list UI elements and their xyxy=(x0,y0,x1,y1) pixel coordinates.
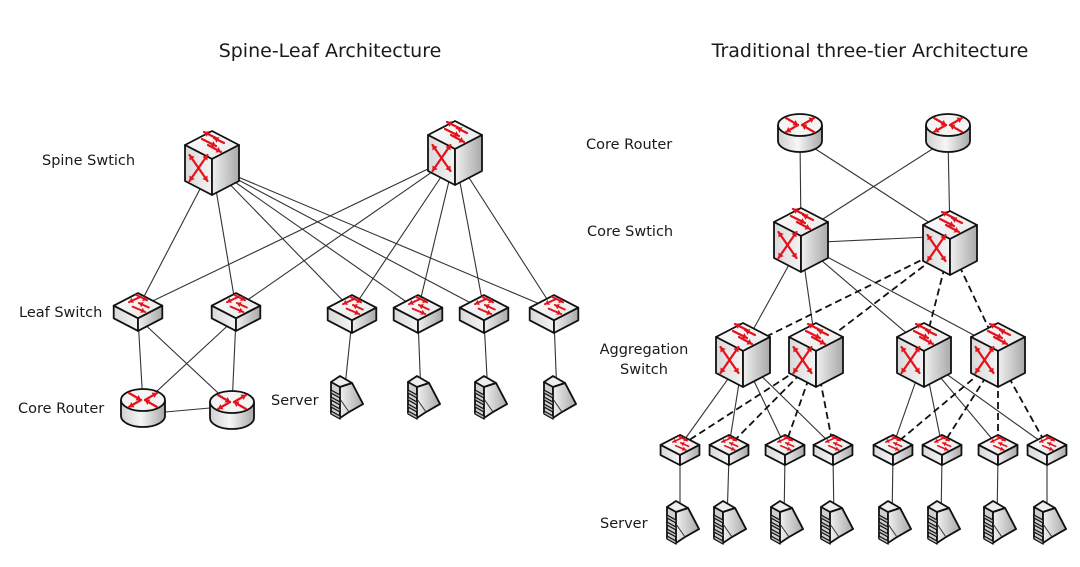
link-spine1-leaf5 xyxy=(211,165,485,311)
link-crouter2-cswitch1 xyxy=(800,138,949,234)
server-icon xyxy=(543,375,577,421)
link-spine2-leaf6 xyxy=(454,155,555,311)
l2-switch-icon xyxy=(659,433,701,467)
tier-label-server: Server xyxy=(600,516,648,532)
link-crouter1-cswitch2 xyxy=(799,138,951,237)
l2-switch-icon xyxy=(921,433,963,467)
server-icon xyxy=(713,500,747,546)
l2-switch-icon xyxy=(977,433,1019,467)
server-icon xyxy=(820,500,854,546)
link-spine2-leaf3 xyxy=(351,155,456,311)
three-tier-nodes xyxy=(659,113,1068,546)
router-icon xyxy=(209,390,255,430)
l2-switch-icon xyxy=(764,433,806,467)
l2-switch-icon xyxy=(872,433,914,467)
three-tier-diagram: Traditional three-tier Architecture Core… xyxy=(586,40,1068,546)
l2-switch-icon xyxy=(1026,433,1068,467)
tier-label-core-router: Core Router xyxy=(586,137,672,153)
l2-switch-icon xyxy=(210,292,262,332)
spine-leaf-diagram: Spine-Leaf Architecture Spine Swtich Lea… xyxy=(18,40,580,430)
l3-switch-icon xyxy=(970,322,1026,388)
tier-label-aggregation: Aggregation xyxy=(600,342,689,358)
tier-label-server: Server xyxy=(271,393,319,409)
link-spine1-leaf3 xyxy=(211,165,353,311)
l2-switch-icon xyxy=(528,294,580,334)
l3-switch-icon xyxy=(427,120,483,186)
server-icon xyxy=(878,500,912,546)
link-agg2-acc2 xyxy=(728,357,817,447)
l2-switch-icon xyxy=(326,294,378,334)
link-spine2-leaf2 xyxy=(235,155,456,309)
link-leaf1-router2 xyxy=(137,317,233,407)
link-cswitch2-agg1 xyxy=(742,245,951,349)
l3-switch-icon xyxy=(184,130,240,196)
l3-switch-icon xyxy=(922,210,978,276)
router-icon xyxy=(925,113,971,153)
server-icon xyxy=(407,375,441,421)
server-icon xyxy=(666,500,700,546)
server-icon xyxy=(474,375,508,421)
l3-switch-icon xyxy=(896,322,952,388)
server-icon xyxy=(983,500,1017,546)
l3-switch-icon xyxy=(788,322,844,388)
l2-switch-icon xyxy=(392,294,444,334)
three-tier-title: Traditional three-tier Architecture xyxy=(711,40,1029,62)
server-icon xyxy=(927,500,961,546)
link-spine2-leaf1 xyxy=(137,155,456,309)
tier-label-core-switch: Core Swtich xyxy=(587,224,673,240)
link-spine1-leaf6 xyxy=(211,165,555,311)
router-icon xyxy=(777,113,823,153)
router-icon xyxy=(120,388,166,428)
link-spine1-leaf1 xyxy=(137,165,213,309)
tier-label-leaf-switch: Leaf Switch xyxy=(19,305,102,321)
spine-leaf-links xyxy=(137,155,558,415)
server-icon xyxy=(770,500,804,546)
link-leaf2-router1 xyxy=(142,317,237,405)
l3-switch-icon xyxy=(773,207,829,273)
l3-switch-icon xyxy=(715,322,771,388)
l2-switch-icon xyxy=(708,433,750,467)
server-icon xyxy=(1033,500,1067,546)
tier-label-aggregation-switch: Switch xyxy=(620,362,668,378)
spine-leaf-title: Spine-Leaf Architecture xyxy=(219,40,442,62)
server-icon xyxy=(330,375,364,421)
link-spine1-leaf4 xyxy=(211,165,419,311)
l2-switch-icon xyxy=(812,433,854,467)
link-cswitch1-agg4 xyxy=(800,242,999,349)
spine-leaf-nodes xyxy=(112,120,580,430)
l2-switch-icon xyxy=(458,294,510,334)
l2-switch-icon xyxy=(112,292,164,332)
tier-label-core-router: Core Router xyxy=(18,401,104,417)
tier-label-spine-switch: Spine Swtich xyxy=(42,153,135,169)
